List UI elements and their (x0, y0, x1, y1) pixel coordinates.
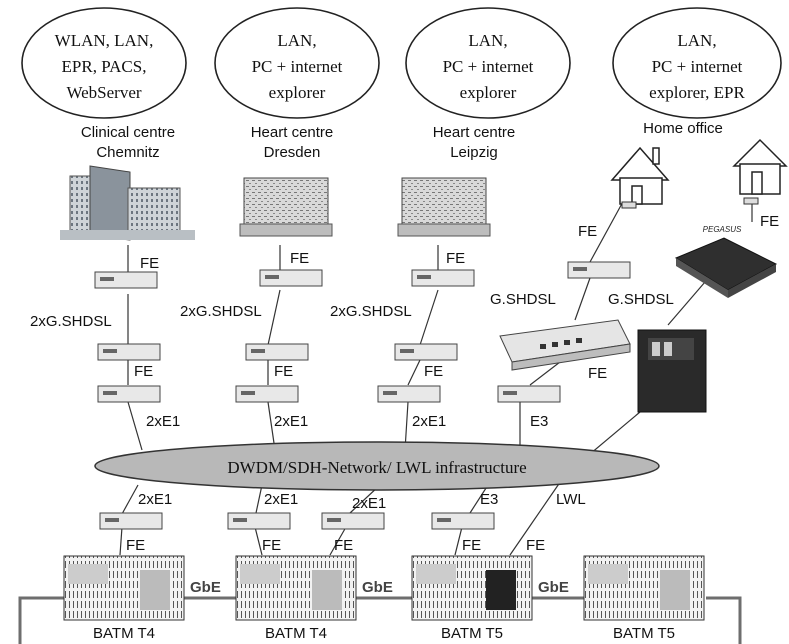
modem-icon (259, 269, 323, 287)
site-label: Home office (643, 120, 723, 137)
modem-icon (621, 197, 759, 209)
switch-icon (411, 555, 533, 621)
site-label: Heart centre (433, 124, 516, 141)
link-label: FE (274, 363, 293, 380)
modem-group (94, 261, 631, 530)
cloud-text: explorer (460, 83, 517, 102)
site-label: Clinical centre (81, 124, 175, 141)
site-label: Heart centre (251, 124, 334, 141)
link-label: FE (262, 537, 281, 554)
server-rack-icon (397, 177, 491, 237)
site-label: Leipzig (450, 144, 498, 161)
modem-details (100, 267, 587, 522)
cloud-text: WebServer (66, 83, 141, 102)
site-label: Dresden (264, 144, 321, 161)
server-rack-icon (239, 177, 333, 237)
switch-label: BATM T5 (441, 625, 503, 642)
modem-icon (321, 512, 385, 530)
link-label: FE (334, 537, 353, 554)
router-icon (674, 237, 778, 298)
link-label: 2xG.SHDSL (330, 303, 412, 320)
link-label: FE (134, 363, 153, 380)
hospital-building-icon (60, 165, 195, 241)
modem-icon (394, 343, 458, 361)
link-label: 2xE1 (274, 413, 308, 430)
cloud-chemnitz (21, 7, 187, 119)
modem-icon (411, 269, 475, 287)
switch-group (63, 555, 705, 621)
network-ellipse (94, 441, 660, 491)
link-label: FE (140, 255, 159, 272)
link-label: 2xE1 (146, 413, 180, 430)
site-label: Chemnitz (96, 144, 159, 161)
cloud-text: EPR, PACS, (62, 57, 147, 76)
cloud-text: PC + internet (443, 57, 534, 76)
switch-icon (235, 555, 357, 621)
gbe-label: GbE (190, 579, 221, 596)
cloud-text: PC + internet (252, 57, 343, 76)
link-label: 2xG.SHDSL (180, 303, 262, 320)
link-label: E3 (480, 491, 498, 508)
gbe-label: GbE (538, 579, 569, 596)
link-label: FE (462, 537, 481, 554)
link-label: FE (126, 537, 145, 554)
modem-icon (377, 385, 441, 403)
modem-icon (227, 512, 291, 530)
cloud-text: explorer, EPR (649, 83, 745, 102)
link-label: 2xE1 (352, 495, 386, 512)
switch-icon (583, 555, 705, 621)
link-label: G.SHDSL (608, 291, 674, 308)
link-label: 2xG.SHDSL (30, 313, 112, 330)
cloud-text: LAN, (277, 31, 316, 50)
cloud-text: explorer (269, 83, 326, 102)
link-label: FE (588, 365, 607, 382)
switch-label: BATM T5 (613, 625, 675, 642)
cloud-home-office (612, 7, 782, 119)
link-label: FE (526, 537, 545, 554)
modem-icon (567, 261, 631, 279)
modem-icon (235, 385, 299, 403)
modem-icon (99, 512, 163, 530)
link-label: 2xE1 (138, 491, 172, 508)
cloud-leipzig (405, 7, 571, 119)
modem-icon (245, 343, 309, 361)
link-label: FE (446, 250, 465, 267)
modem-icon (497, 385, 561, 403)
cloud-text: LAN, (468, 31, 507, 50)
link-label: FE (578, 223, 597, 240)
cloud-dresden (214, 7, 380, 119)
modem-icon (97, 343, 161, 361)
modem-icon (94, 271, 158, 289)
switch-label: BATM T4 (265, 625, 327, 642)
link-label: 2xE1 (412, 413, 446, 430)
cloud-text: WLAN, LAN, (55, 31, 154, 50)
router-brand: PEGASUS (703, 225, 742, 234)
link-label: E3 (530, 413, 548, 430)
gbe-label: GbE (362, 579, 393, 596)
link-label: G.SHDSL (490, 291, 556, 308)
modem-icon (97, 385, 161, 403)
house-icon (610, 146, 670, 205)
cloud-text: LAN, (677, 31, 716, 50)
modem-icon (431, 512, 495, 530)
server-tower-icon (637, 329, 707, 413)
switch-icon (63, 555, 185, 621)
link-label: FE (424, 363, 443, 380)
cloud-text: PC + internet (652, 57, 743, 76)
cloud-group (21, 7, 782, 119)
connection-lines (119, 197, 753, 556)
link-label: 2xE1 (264, 491, 298, 508)
house-icon (732, 138, 788, 195)
multiplexer-device-icon (499, 319, 631, 371)
link-label: FE (760, 213, 779, 230)
network-label: DWDM/SDH-Network/ LWL infrastructure (227, 458, 526, 477)
link-label: FE (290, 250, 309, 267)
link-label: LWL (556, 491, 586, 508)
switch-label: BATM T4 (93, 625, 155, 642)
